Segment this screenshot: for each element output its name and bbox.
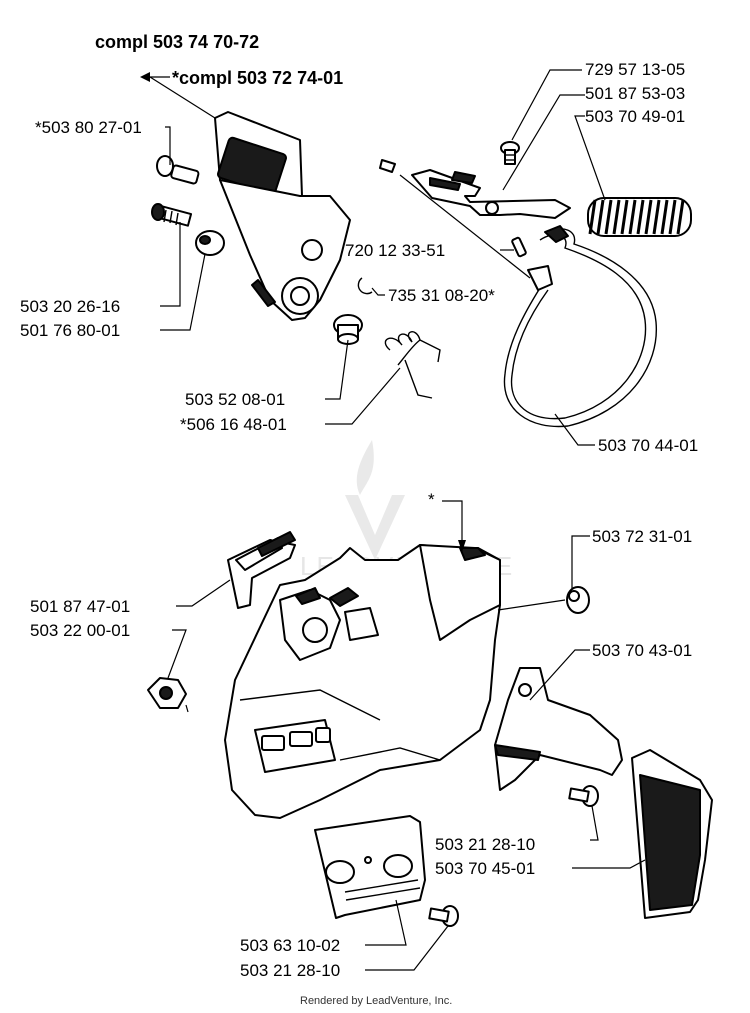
label-501-76-80-01: 501 76 80-01 — [20, 321, 120, 340]
pad-503-70-45-01 — [631, 749, 713, 919]
label-503-21-28-10-bottom: 503 21 28-10 — [240, 961, 340, 980]
chain-brake-handle-part — [214, 111, 351, 321]
cover-plate-503-70-43-01 — [494, 667, 623, 791]
label-503-70-43-01: 503 70 43-01 — [592, 641, 692, 660]
title-compl-sub: *compl 503 72 74-01 — [172, 68, 343, 88]
plate-501-87-47-01 — [227, 531, 296, 609]
label-503-72-31-01: 503 72 31-01 — [592, 527, 692, 546]
label-503-63-10-02: 503 63 10-02 — [240, 936, 340, 955]
arrow-compl-sub — [140, 72, 216, 119]
screw-503-21-28-10-bottom — [428, 905, 459, 927]
brake-lever-501-87-53-03 — [379, 159, 571, 219]
bushing-503-52-08-01 — [333, 314, 363, 345]
label-503-21-28-10-mid: 503 21 28-10 — [435, 835, 535, 854]
label-star: * — [428, 490, 435, 509]
label-503-20-26-16: 503 20 26-16 — [20, 297, 120, 316]
spring-506-16-48-01 — [384, 331, 441, 399]
part-labels: 729 57 13-05 501 87 53-03 503 70 49-01 *… — [20, 60, 698, 980]
link-rod — [399, 174, 531, 279]
label-735-31-08-20: 735 31 08-20* — [388, 286, 495, 305]
label-503-52-08-01: 503 52 08-01 — [185, 390, 285, 409]
nut-503-22-00-01 — [147, 677, 187, 709]
label-501-87-53-03: 501 87 53-03 — [585, 84, 685, 103]
bolt-503-80-27-01 — [156, 155, 200, 185]
circlip-735-31-08-20 — [357, 277, 373, 295]
nut-503-72-31-01 — [566, 586, 590, 614]
screw-503-21-28-10-mid — [568, 785, 599, 807]
leader-lines — [160, 69, 646, 971]
guide-plate-503-63-10-02 — [314, 815, 426, 919]
title-compl-main: compl 503 74 70-72 — [95, 32, 259, 52]
brake-band-503-70-44-01 — [503, 225, 657, 428]
coil-spring-503-70-49-01 — [587, 197, 692, 237]
label-503-22-00-01: 503 22 00-01 — [30, 621, 130, 640]
label-506-16-48-01: *506 16 48-01 — [180, 415, 287, 434]
footer-credit: Rendered by LeadVenture, Inc. — [300, 995, 452, 1007]
screw-729-57-13-05 — [500, 141, 520, 165]
pin-720-12-33-51 — [511, 236, 527, 258]
nut-501-76-80-01 — [195, 230, 225, 256]
label-503-80-27-01: *503 80 27-01 — [35, 118, 142, 137]
screw-503-20-26-16 — [151, 203, 193, 227]
clutch-cover-main — [224, 544, 501, 819]
label-503-70-49-01: 503 70 49-01 — [585, 107, 685, 126]
label-503-70-44-01: 503 70 44-01 — [598, 436, 698, 455]
label-501-87-47-01: 501 87 47-01 — [30, 597, 130, 616]
label-720-12-33-51: 720 12 33-51 — [345, 241, 445, 260]
label-503-70-45-01: 503 70 45-01 — [435, 859, 535, 878]
label-729-57-13-05: 729 57 13-05 — [585, 60, 685, 79]
